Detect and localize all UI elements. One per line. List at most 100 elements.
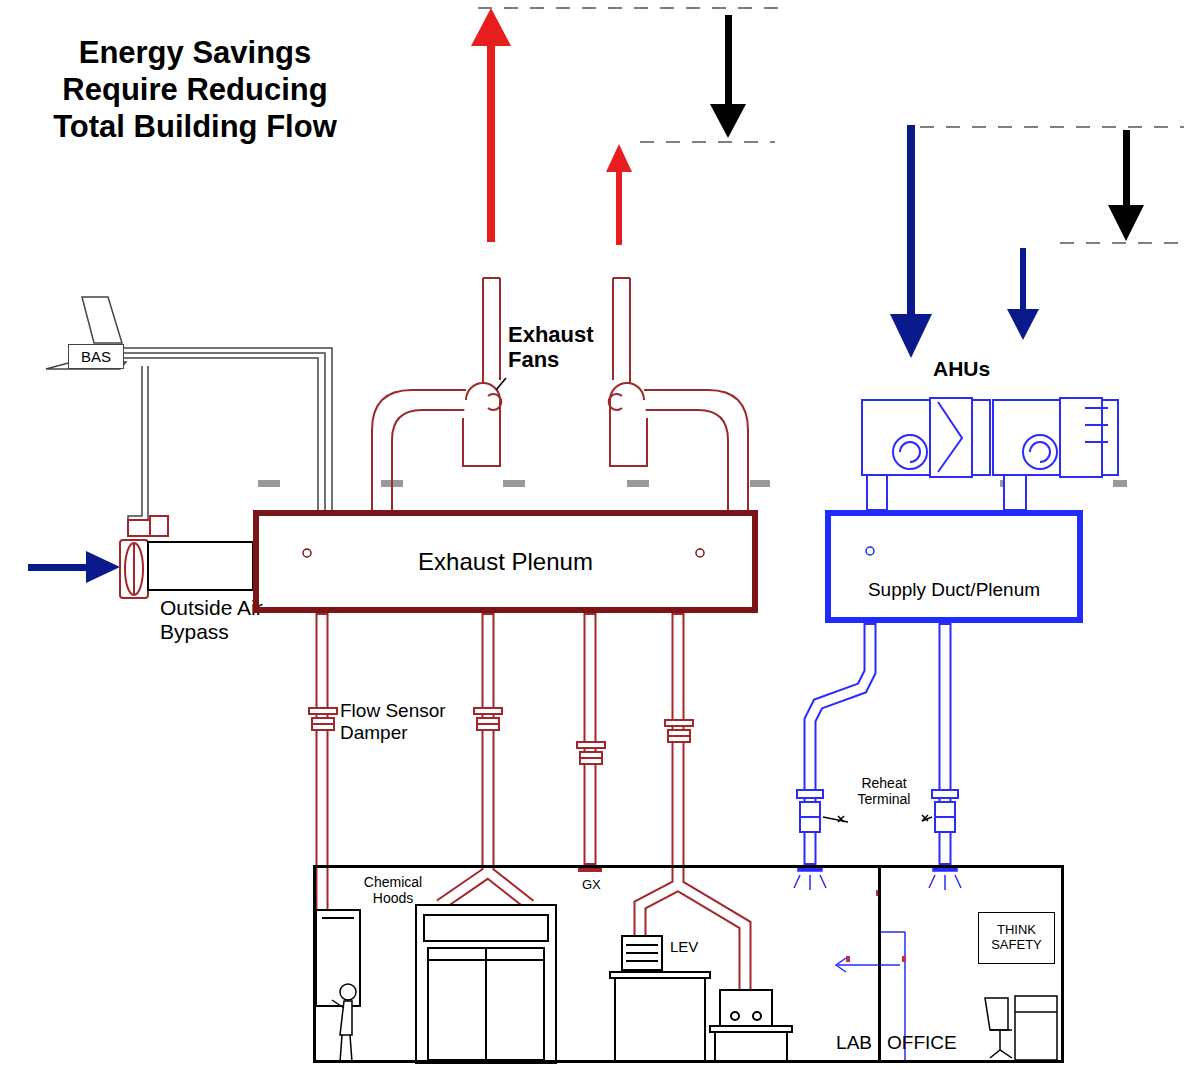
control-wire: [124, 353, 325, 510]
local-exhaust-equipment: [610, 972, 710, 978]
reheat-terminals: [935, 816, 955, 818]
air-handling-units: [938, 402, 962, 472]
flow-sensor-dampers: [309, 708, 337, 714]
control-wire: [124, 348, 332, 510]
outside-air-damper: [125, 543, 143, 595]
lab-worker: [332, 1000, 352, 1062]
node-text: OFFICE: [887, 1032, 957, 1054]
local-exhaust-equipment: [614, 978, 616, 1062]
fume-hoods: [485, 948, 487, 1060]
reference-dashes: [478, 8, 1184, 243]
office-furniture: [1015, 1011, 1057, 1013]
reduction-arrows: [1108, 205, 1144, 241]
part-label: AHUs: [933, 357, 1003, 381]
local-exhaust-equipment: [731, 1012, 739, 1020]
bas-wires: [138, 366, 148, 520]
sensor-dots: [866, 547, 874, 555]
control-wire: [124, 358, 318, 510]
reduction-arrows: [710, 15, 1144, 241]
reheat-terminals: [800, 802, 820, 832]
reheat-terminals: [797, 790, 823, 798]
control-wire: [124, 348, 332, 510]
lab-worker: [340, 984, 356, 1000]
reduction-arrows: [725, 15, 732, 110]
flow-sensor-dampers: [577, 742, 605, 748]
part-label: Reheat Terminal: [850, 775, 918, 807]
local-exhaust-equipment: [714, 1032, 716, 1062]
floor-dashes: [750, 480, 770, 487]
reheat-terminals: [932, 790, 958, 798]
part-label: LEV: [670, 938, 710, 955]
exhaust-fans: [644, 390, 748, 510]
duct: [484, 615, 493, 863]
flow-sensor-dampers: [477, 723, 499, 725]
flow-sensor-dampers: [668, 735, 690, 737]
outside-air-damper: [150, 516, 168, 536]
duct: [482, 613, 495, 865]
supply-arrows: [28, 564, 90, 571]
bas-laptop: [46, 297, 126, 369]
exhaust-arrows: [471, 8, 632, 245]
reference-dashes: [478, 7, 780, 9]
node-text: BAS: [81, 348, 111, 365]
fume-hoods: [424, 915, 548, 941]
reduction-arrows: [710, 104, 746, 138]
local-exhaust-equipment: [626, 952, 658, 954]
diffusers: [794, 875, 800, 888]
exhaust-fans: [610, 383, 647, 466]
diffusers: [929, 875, 935, 888]
duct: [586, 615, 595, 863]
exhaust-fans: [496, 378, 506, 390]
outside-air-damper: [120, 516, 253, 598]
fume-hoods: [428, 959, 544, 961]
floor-dashes: [627, 480, 649, 487]
air-handling-units: [1023, 435, 1057, 469]
node-text: Supply Duct/Plenum: [868, 579, 1040, 601]
air-handling-units: [930, 398, 972, 477]
sensor-dots: [303, 549, 311, 557]
exhaust-plenum: Exhaust Plenum: [253, 510, 758, 613]
node-text: THINK SAFETY: [983, 923, 1050, 953]
local-exhaust-equipment: [786, 1032, 788, 1062]
safety-sign: THINK SAFETY: [978, 912, 1055, 964]
part-label: Exhaust Fans: [508, 322, 608, 373]
flow-sensor-dampers: [312, 723, 334, 725]
exhaust-fans: [644, 410, 728, 510]
reduction-arrows: [1123, 130, 1130, 210]
reheat-terminals: [838, 816, 844, 822]
office-furniture: [985, 998, 1008, 1030]
exhaust-fans: [392, 410, 466, 510]
office-furniture: [985, 996, 1057, 1060]
floor-dashes: [1113, 480, 1127, 487]
reheat-terminals: [935, 802, 955, 832]
air-handling-units: [1085, 407, 1108, 409]
bas-laptop: [82, 297, 122, 343]
outside-air-damper: [148, 542, 253, 590]
flow-sensor-dampers: [580, 752, 602, 764]
door-airflow: [902, 956, 906, 962]
office-furniture: [990, 1030, 1012, 1058]
exhaust-fans: [609, 394, 622, 410]
exhaust-fans: [483, 278, 500, 383]
exhaust-arrows: [487, 40, 495, 242]
node-text: Exhaust Plenum: [418, 548, 593, 576]
air-handling-units: [867, 475, 887, 510]
reference-dashes: [640, 141, 775, 143]
bas-wires: [128, 366, 142, 526]
local-exhaust-equipment: [626, 944, 658, 946]
door-airflow: [846, 956, 850, 962]
reheat-terminals: [823, 817, 848, 822]
air-handling-units: [1085, 424, 1108, 426]
supply-arrows: [1007, 309, 1039, 340]
exhaust-fans: [613, 278, 630, 383]
bas-wires: [128, 366, 148, 526]
supply-arrows: [890, 314, 932, 358]
duct: [322, 613, 323, 865]
reference-dashes: [920, 126, 1184, 128]
exhaust-fans: [372, 278, 748, 510]
supply-arrows: [86, 551, 120, 583]
flow-sensor-dampers: [580, 757, 602, 759]
local-exhaust-equipment: [626, 960, 658, 962]
flow-sensor-dampers: [474, 708, 502, 714]
